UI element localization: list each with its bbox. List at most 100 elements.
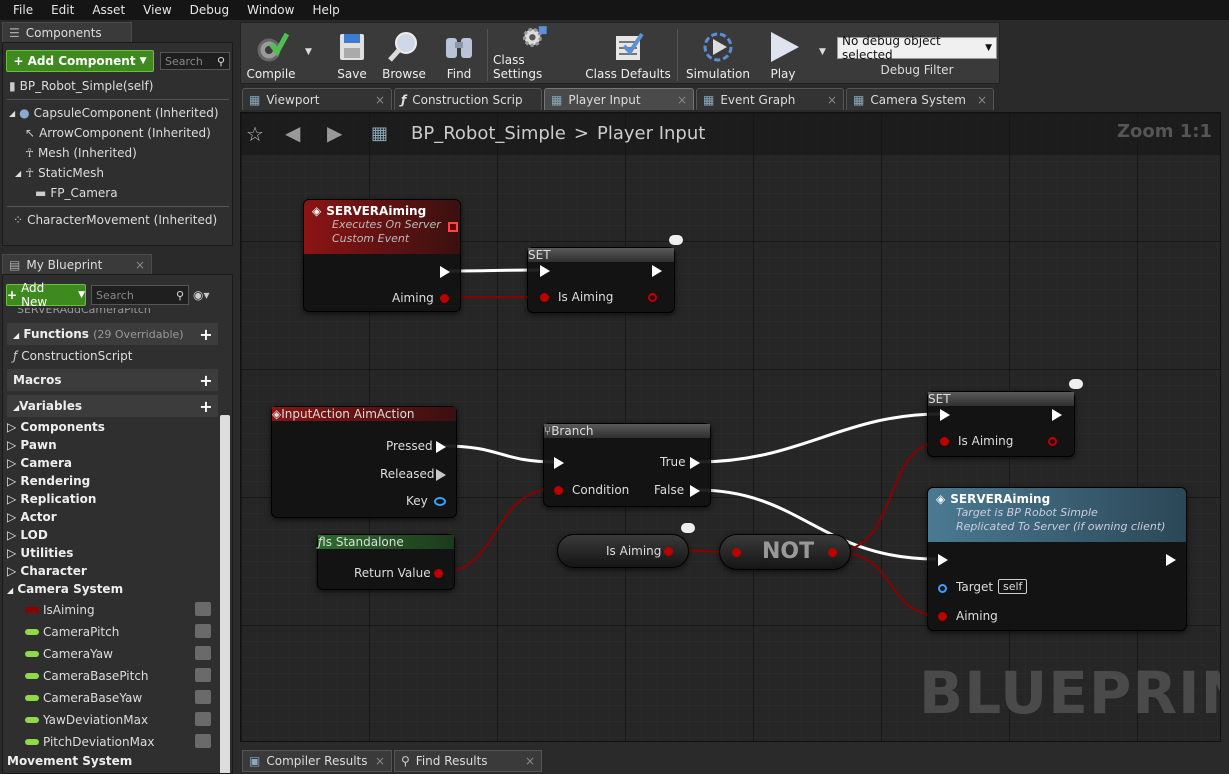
category-movement-system[interactable]: Movement System bbox=[7, 754, 133, 768]
variable-camerayaw[interactable]: CameraYaw bbox=[25, 644, 215, 664]
add-function-icon[interactable]: + bbox=[199, 324, 213, 344]
debug-object-select[interactable]: No debug object selected▼ bbox=[837, 34, 997, 62]
back-arrow-icon[interactable]: ◀ bbox=[285, 121, 301, 145]
add-new-button[interactable]: +Add New▼ bbox=[6, 281, 86, 309]
tab-find-results[interactable]: ⚲Find Results× bbox=[394, 750, 542, 772]
category-rendering[interactable]: ▷ Rendering bbox=[7, 474, 91, 488]
released-exec-pin[interactable] bbox=[436, 469, 446, 481]
compile-button[interactable]: Compile bbox=[245, 23, 297, 85]
category-camera-system[interactable]: ◢ Camera System bbox=[7, 582, 124, 596]
simulation-button[interactable]: Simulation bbox=[683, 23, 753, 85]
tab-my-blueprint[interactable]: ▤ My Blueprint × bbox=[2, 254, 152, 274]
tab-viewport[interactable]: ▦Viewport× bbox=[242, 88, 392, 110]
functions-header[interactable]: ◢ Functions (29 Overridable) + bbox=[7, 323, 218, 345]
exec-in-pin[interactable] bbox=[554, 457, 564, 469]
tab-compiler-results[interactable]: ▣Compiler Results× bbox=[242, 750, 392, 772]
play-options-chevron-icon[interactable]: ▼ bbox=[819, 47, 826, 57]
compile-options-chevron-icon[interactable]: ▼ bbox=[305, 47, 312, 57]
pressed-exec-pin[interactable] bbox=[436, 441, 446, 453]
close-icon[interactable]: × bbox=[976, 92, 987, 107]
not-in-pin[interactable] bbox=[732, 548, 741, 557]
menu-help[interactable]: Help bbox=[312, 3, 340, 17]
eye-toggle-icon[interactable] bbox=[195, 646, 211, 660]
find-button[interactable]: Find bbox=[437, 23, 481, 85]
tab-camera-system[interactable]: ▦Camera System× bbox=[846, 88, 994, 110]
close-icon[interactable]: × bbox=[134, 257, 145, 272]
server-aiming-call-node[interactable]: ◈SERVERAiming Target is BP Robot Simple … bbox=[927, 487, 1187, 631]
component-root[interactable]: ▮BP_Robot_Simple(self) bbox=[9, 79, 154, 93]
menu-window[interactable]: Window bbox=[247, 3, 295, 17]
add-macro-icon[interactable]: + bbox=[199, 370, 213, 390]
close-icon[interactable]: × bbox=[826, 92, 837, 107]
category-character[interactable]: ▷ Character bbox=[7, 564, 87, 578]
is-aiming-out-pin[interactable] bbox=[664, 547, 673, 556]
input-action-node[interactable]: ◈InputAction AimAction Pressed Released … bbox=[271, 406, 457, 518]
variable-yawdeviationmax[interactable]: YawDeviationMax bbox=[25, 710, 215, 730]
macros-header[interactable]: Macros + bbox=[7, 369, 218, 391]
eye-toggle-icon[interactable] bbox=[195, 690, 211, 704]
category-components[interactable]: ▷ Components bbox=[7, 420, 105, 434]
add-component-button[interactable]: +Add Component▼ bbox=[6, 50, 154, 72]
forward-arrow-icon[interactable]: ▶ bbox=[327, 121, 343, 145]
tab-event-graph[interactable]: ▦Event Graph× bbox=[696, 88, 844, 110]
eye-icon[interactable]: ◉▾ bbox=[193, 288, 210, 302]
self-value-box[interactable]: self bbox=[998, 579, 1028, 594]
is-aiming-out-pin[interactable] bbox=[1048, 437, 1057, 446]
add-variable-icon[interactable]: + bbox=[199, 396, 213, 416]
menu-file[interactable]: File bbox=[13, 3, 34, 17]
get-is-aiming-node[interactable]: Is Aiming bbox=[557, 534, 689, 568]
variable-pitchdeviationmax[interactable]: PitchDeviationMax bbox=[25, 732, 215, 752]
eye-toggle-icon[interactable] bbox=[195, 624, 211, 638]
class-settings-button[interactable]: Class Settings bbox=[493, 23, 575, 85]
components-search-input[interactable]: Search⚲ bbox=[160, 52, 230, 70]
set-is-aiming-node-2[interactable]: SET Is Aiming bbox=[927, 391, 1075, 457]
eye-toggle-icon[interactable] bbox=[195, 668, 211, 682]
star-icon[interactable]: ☆ bbox=[246, 122, 264, 146]
menu-asset[interactable]: Asset bbox=[92, 3, 126, 17]
is-aiming-out-pin[interactable] bbox=[648, 293, 657, 302]
browse-button[interactable]: Browse bbox=[379, 23, 429, 85]
category-pawn[interactable]: ▷ Pawn bbox=[7, 438, 57, 452]
target-in-pin[interactable] bbox=[938, 584, 947, 593]
component-staticmesh[interactable]: ◢☥StaticMesh bbox=[15, 166, 105, 180]
component-charactermovement[interactable]: ⁘CharacterMovement (Inherited) bbox=[13, 213, 218, 227]
play-button[interactable]: Play bbox=[759, 23, 807, 85]
variable-camerabaseyaw[interactable]: CameraBaseYaw bbox=[25, 688, 215, 708]
exec-in-pin[interactable] bbox=[540, 265, 550, 277]
menu-edit[interactable]: Edit bbox=[51, 3, 75, 17]
component-mesh[interactable]: ☥Mesh (Inherited) bbox=[25, 146, 137, 160]
custom-event-node[interactable]: ◈SERVERAiming Executes On Server Custom … bbox=[303, 199, 461, 312]
save-button[interactable]: Save bbox=[329, 23, 375, 85]
tab-player-input[interactable]: ▦Player Input× bbox=[544, 88, 694, 110]
close-icon[interactable]: × bbox=[676, 92, 687, 107]
exec-in-pin[interactable] bbox=[938, 554, 948, 566]
variable-camerapitch[interactable]: CameraPitch bbox=[25, 622, 215, 642]
tab-components[interactable]: ☰ Components bbox=[2, 22, 132, 42]
exec-out-pin[interactable] bbox=[1166, 554, 1176, 566]
class-defaults-button[interactable]: Class Defaults bbox=[585, 23, 671, 85]
variables-header[interactable]: ◢Variables + bbox=[7, 395, 218, 417]
is-standalone-node[interactable]: ƒIs Standalone Return Value bbox=[317, 534, 455, 590]
component-capsule[interactable]: ◢●CapsuleComponent (Inherited) bbox=[9, 106, 219, 120]
condition-in-pin[interactable] bbox=[554, 486, 563, 495]
branch-node[interactable]: ⑂Branch True Condition False bbox=[543, 423, 711, 507]
variable-isaiming[interactable]: IsAiming bbox=[25, 600, 215, 620]
is-aiming-in-pin[interactable] bbox=[940, 437, 949, 446]
close-icon[interactable]: × bbox=[374, 92, 385, 107]
not-node[interactable]: NOT bbox=[719, 534, 851, 570]
false-exec-pin[interactable] bbox=[690, 485, 700, 497]
exec-in-pin[interactable] bbox=[940, 409, 950, 421]
category-lod[interactable]: ▷ LOD bbox=[7, 528, 48, 542]
delegate-pin[interactable] bbox=[448, 222, 458, 232]
scrollbar[interactable] bbox=[220, 415, 230, 773]
exec-out-pin[interactable] bbox=[1052, 409, 1062, 421]
exec-out-pin[interactable] bbox=[652, 265, 662, 277]
eye-toggle-icon[interactable] bbox=[195, 734, 211, 748]
component-fp-camera[interactable]: ▬FP_Camera bbox=[35, 186, 118, 200]
is-aiming-in-pin[interactable] bbox=[540, 293, 549, 302]
component-arrow[interactable]: ↖ArrowComponent (Inherited) bbox=[25, 126, 211, 140]
graph-canvas[interactable]: ☆ ◀ ▶ ▦ BP_Robot_Simple>Player Input Zoo… bbox=[240, 112, 1221, 742]
menu-debug[interactable]: Debug bbox=[189, 3, 230, 17]
category-replication[interactable]: ▷ Replication bbox=[7, 492, 97, 506]
